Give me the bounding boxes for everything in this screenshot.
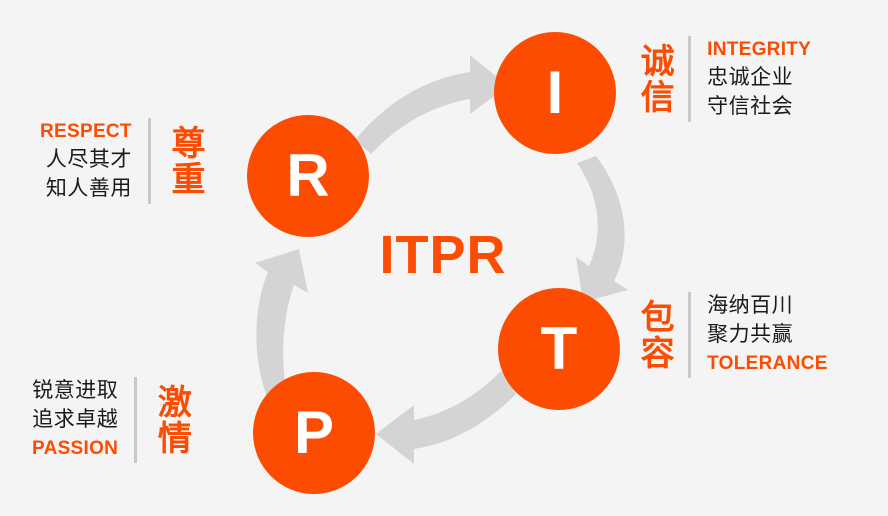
respect-divider bbox=[147, 118, 151, 204]
respect-chinese-line-1: 人尽其才 bbox=[45, 147, 132, 171]
passion-english: PASSION bbox=[32, 438, 119, 460]
tolerance-divider bbox=[688, 292, 692, 378]
passion-vertical-label: 激情 bbox=[152, 384, 191, 456]
tolerance-chinese-line-1: 海纳百川 bbox=[707, 294, 794, 318]
tolerance-vertical-label: 包容 bbox=[635, 299, 674, 371]
tolerance-chinese-line-2: 聚力共赢 bbox=[707, 323, 794, 347]
value-block-tolerance: 包容 海纳百川 聚力共赢 TOLERANCE bbox=[634, 292, 828, 378]
arrow-i-to-t-icon bbox=[576, 156, 628, 302]
integrity-divider bbox=[688, 36, 692, 122]
passion-detail: 锐意进取 追求卓越 PASSION bbox=[32, 377, 118, 462]
center-acronym: ITPR bbox=[379, 225, 507, 285]
node-letter-i: I bbox=[546, 59, 564, 126]
respect-english: RESPECT bbox=[40, 121, 132, 143]
passion-divider bbox=[134, 377, 138, 463]
respect-detail: RESPECT 人尽其才 知人善用 bbox=[40, 118, 132, 203]
integrity-detail: INTEGRITY 忠诚企业 守信社会 bbox=[707, 36, 811, 121]
passion-chinese-line-2: 追求卓越 bbox=[32, 408, 119, 432]
respect-chinese-line-2: 知人善用 bbox=[45, 176, 132, 200]
value-block-integrity: 诚信 INTEGRITY 忠诚企业 守信社会 bbox=[634, 36, 811, 122]
tolerance-detail: 海纳百川 聚力共赢 TOLERANCE bbox=[707, 292, 828, 377]
value-block-respect: RESPECT 人尽其才 知人善用 尊重 bbox=[40, 118, 205, 204]
integrity-vertical-label: 诚信 bbox=[635, 43, 674, 115]
node-circle-respect[interactable]: R bbox=[247, 115, 369, 237]
respect-vertical-label: 尊重 bbox=[165, 125, 204, 197]
node-letter-p: P bbox=[293, 399, 335, 466]
node-circle-tolerance[interactable]: T bbox=[498, 288, 620, 410]
node-letter-r: R bbox=[286, 142, 330, 209]
value-block-passion: 锐意进取 追求卓越 PASSION 激情 bbox=[32, 377, 191, 463]
tolerance-english: TOLERANCE bbox=[707, 353, 828, 375]
arrow-r-to-i-icon bbox=[355, 55, 508, 154]
node-circle-integrity[interactable]: I bbox=[494, 32, 616, 154]
passion-chinese-line-1: 锐意进取 bbox=[32, 379, 119, 403]
node-letter-t: T bbox=[540, 315, 578, 382]
integrity-english: INTEGRITY bbox=[707, 39, 812, 61]
node-circle-passion[interactable]: P bbox=[253, 372, 375, 494]
arrow-t-to-p-icon bbox=[376, 371, 516, 464]
integrity-chinese-line-1: 忠诚企业 bbox=[707, 65, 794, 89]
integrity-chinese-line-2: 守信社会 bbox=[707, 94, 794, 118]
